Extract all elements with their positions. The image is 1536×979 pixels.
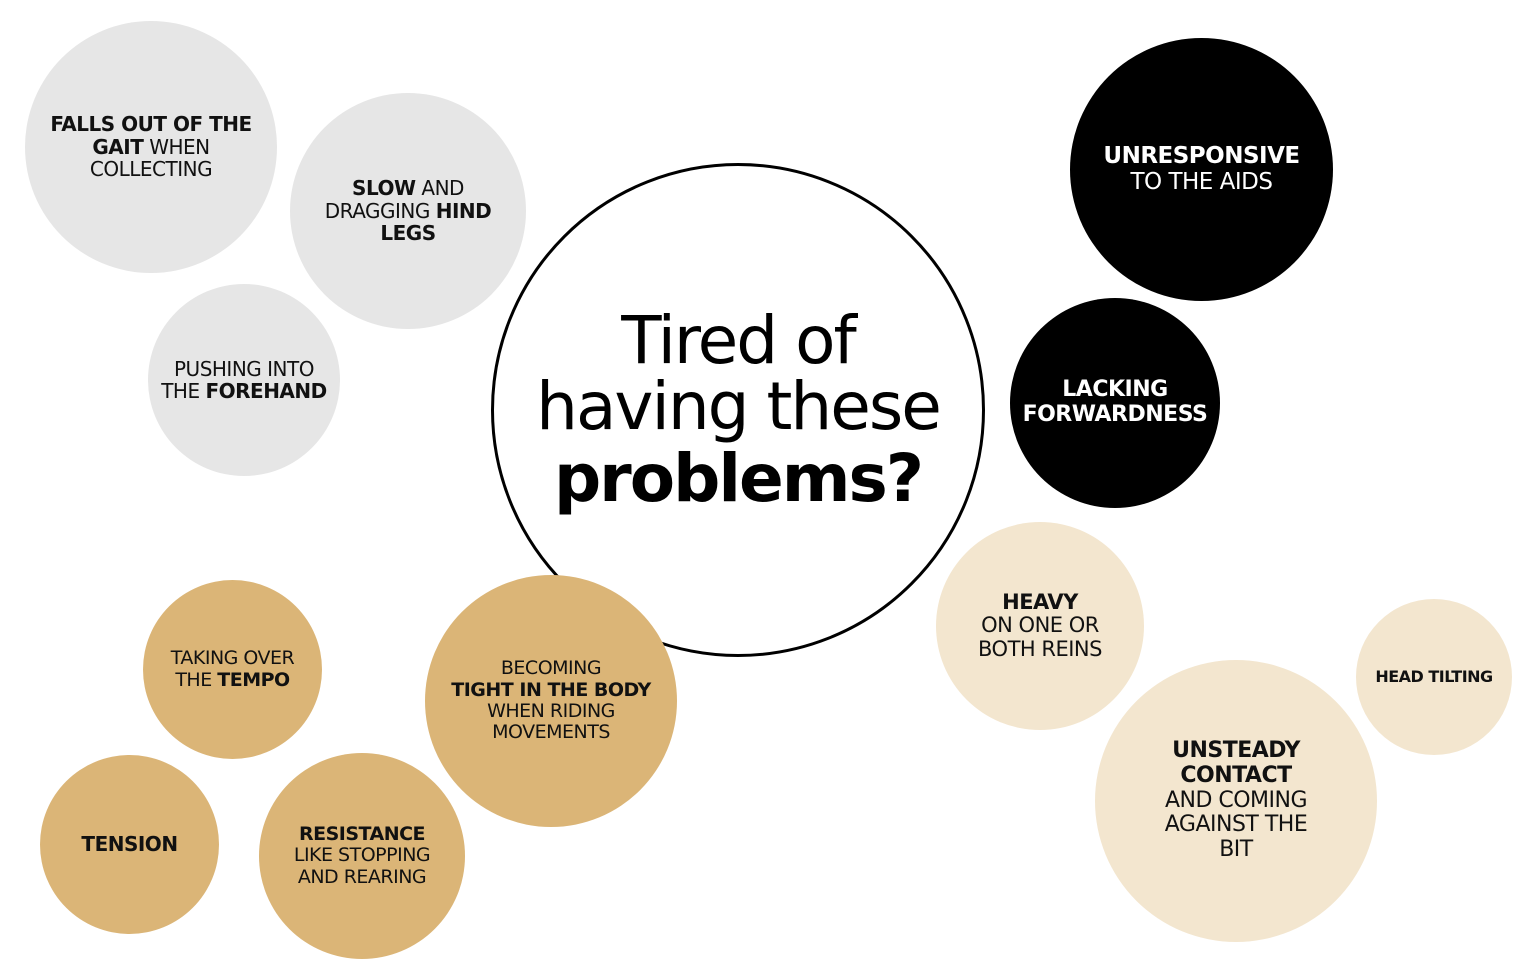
bubble-text-bold: FALLS OUT OF THE	[50, 112, 252, 137]
bubble-tight-in-the-body: BECOMING TIGHT IN THE BODY WHEN RIDING M…	[425, 575, 677, 827]
bubble-text-bold: TENSION	[81, 832, 178, 857]
bubble-text: LIKE STOPPING	[293, 844, 431, 867]
center-title-line-2: having these	[536, 368, 942, 445]
bubble-text: BIT	[1219, 836, 1253, 862]
bubble-unresponsive-to-aids: UNRESPONSIVE TO THE AIDS	[1070, 38, 1333, 301]
bubble-text: BOTH REINS	[978, 636, 1102, 661]
bubble-text: WHEN RIDING	[487, 700, 615, 722]
bubble-text: ON ONE OR	[981, 613, 1099, 638]
bubble-text: COLLECTING	[89, 157, 213, 182]
bubble-text-bold: GAIT	[92, 134, 144, 159]
bubble-text-bold: LEGS	[380, 221, 436, 246]
bubble-text-bold: HEAVY	[1002, 589, 1078, 614]
bubble-text-bold: SLOW	[352, 176, 416, 201]
bubble-text-bold: UNSTEADY	[1172, 738, 1300, 764]
center-title-line-3: problems?	[553, 440, 924, 517]
bubble-text-bold: CONTACT	[1180, 763, 1292, 789]
bubble-pushing-into-forehand: PUSHING INTO THE FOREHAND	[148, 284, 340, 476]
bubble-text: AND	[415, 176, 464, 201]
bubble-text-bold: TIGHT IN THE BODY	[451, 678, 651, 701]
bubble-text-bold: FORWARDNESS	[1022, 402, 1208, 427]
central-question-circle: Tired of having these problems?	[491, 163, 985, 657]
bubble-text-bold: HIND	[435, 198, 492, 223]
center-title-line-1: Tired of	[621, 302, 856, 379]
bubble-text: PUSHING INTO	[174, 356, 314, 381]
bubble-text-bold: LACKING	[1062, 377, 1168, 403]
bubble-text: THE	[161, 379, 206, 403]
bubble-text: DRAGGING	[324, 198, 436, 223]
bubble-lacking-forwardness: LACKING FORWARDNESS	[1010, 298, 1220, 508]
bubble-unsteady-contact: UNSTEADY CONTACT AND COMING AGAINST THE …	[1095, 660, 1377, 942]
bubble-text-bold: FOREHAND	[205, 379, 327, 403]
bubble-text: MOVEMENTS	[492, 721, 610, 744]
bubble-text: THE	[175, 668, 218, 691]
bubble-text: WHEN	[143, 134, 210, 159]
bubble-taking-over-tempo: TAKING OVER THE TEMPO	[143, 580, 322, 759]
bubble-tension: TENSION	[40, 755, 219, 934]
bubble-text: AND COMING	[1164, 787, 1308, 813]
bubble-text-bold: TEMPO	[217, 668, 290, 691]
bubble-text: AND REARING	[297, 865, 427, 888]
bubble-text: BECOMING	[500, 657, 602, 680]
bubble-heavy-on-reins: HEAVY ON ONE OR BOTH REINS	[936, 522, 1144, 730]
bubble-text-bold: UNRESPONSIVE	[1103, 142, 1300, 169]
bubble-slow-dragging-hind-legs: SLOW AND DRAGGING HIND LEGS	[290, 93, 526, 329]
bubble-falls-out-of-gait: FALLS OUT OF THE GAIT WHEN COLLECTING	[25, 21, 277, 273]
bubble-text-bold: RESISTANCE	[298, 823, 426, 846]
bubble-text-bold: HEAD TILTING	[1375, 667, 1493, 687]
bubble-head-tilting: HEAD TILTING	[1356, 599, 1512, 755]
bubble-resistance: RESISTANCE LIKE STOPPING AND REARING	[259, 753, 465, 959]
bubble-text: TAKING OVER	[170, 647, 295, 670]
bubble-text: TO THE AIDS	[1130, 168, 1273, 195]
bubble-text: AGAINST THE	[1164, 812, 1308, 838]
